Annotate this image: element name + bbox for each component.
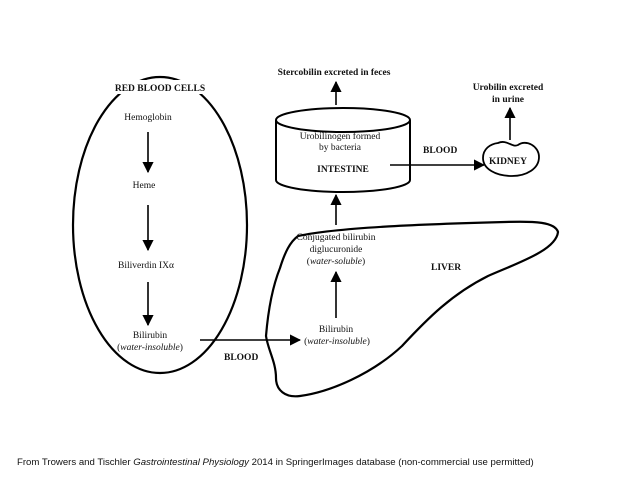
intestine-cylinder [275,107,411,193]
caption-book-title: Gastrointestinal Physiology [133,457,249,468]
blood-right-label: BLOOD [423,146,457,156]
urobilin-line2: in urine [492,95,524,105]
stercobilin-label: Stercobilin excreted in feces [278,68,391,78]
rbc-water-insoluble: water-insoluble [120,343,179,353]
bilirubin-label: Bilirubin [133,331,168,341]
red-blood-cell-oval [71,75,249,375]
conjugated-line1: Conjugated bilirubin [297,233,376,243]
rbc-solubility: (water-insoluble) [117,342,183,353]
caption-suffix: 2014 in SpringerImages database (non-com… [248,457,534,468]
biliverdin-label: Biliverdin IXα [118,261,174,271]
liver-label: LIVER [431,263,461,273]
kidney-shape [482,141,540,177]
kidney-label: KIDNEY [489,157,527,167]
conjugated-line2: diglucuronide [310,245,363,255]
liver-water-insoluble: water-insoluble [307,337,366,347]
blood-left-label: BLOOD [224,353,258,363]
liver-bilirubin-label: Bilirubin [319,325,354,335]
intestine-label: INTESTINE [317,165,369,175]
urobilinogen-line1: Urobilinogen formed [300,131,381,142]
heme-label: Heme [133,181,156,191]
urobilin-line1: Urobilin excreted [473,83,544,93]
caption-prefix: From Trowers and Tischler [17,457,134,468]
figure-caption: From Trowers and Tischler Gastrointestin… [17,457,534,468]
conjugated-water-soluble: water-soluble [310,257,362,267]
liver-outline [264,220,560,398]
liver-solubility: (water-insoluble) [304,336,370,347]
hemoglobin-label: Hemoglobin [124,113,172,123]
urobilinogen-line2: by bacteria [319,143,362,153]
rbc-title: RED BLOOD CELLS [115,84,205,94]
conjugated-solubility: (water-soluble) [307,256,365,267]
